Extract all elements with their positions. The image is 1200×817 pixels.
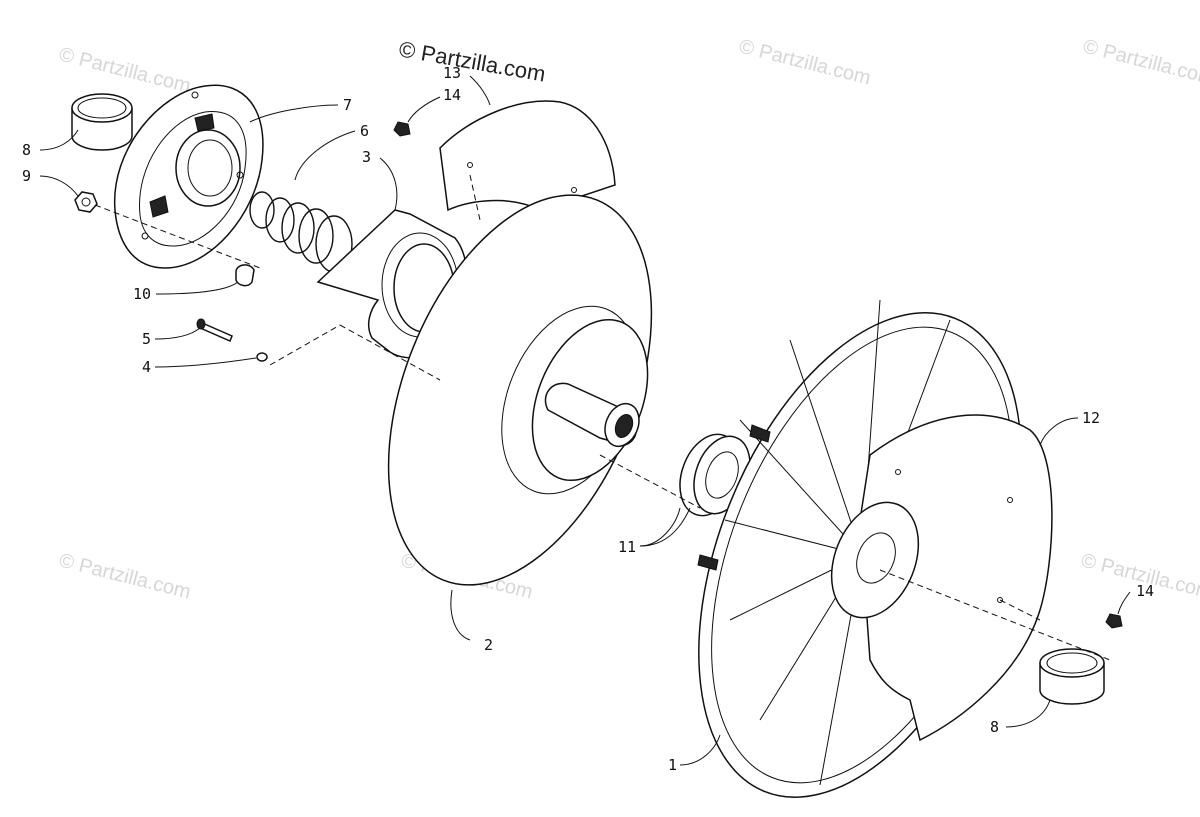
callout-2: 2 bbox=[484, 636, 493, 654]
callout-4: 4 bbox=[142, 358, 151, 376]
callout-10: 10 bbox=[133, 285, 151, 303]
watermark-top-center: © Partzilla.com bbox=[737, 36, 873, 90]
watermark-top-left: © Partzilla.com bbox=[57, 44, 193, 98]
callout-11: 11 bbox=[618, 538, 636, 556]
callout-12: 12 bbox=[1082, 409, 1100, 427]
callout-5: 5 bbox=[142, 330, 151, 348]
watermark-bottom-left: © Partzilla.com bbox=[57, 550, 193, 604]
callout-8-top: 8 bbox=[22, 141, 31, 159]
movable-sheave bbox=[387, 194, 653, 586]
bushing-top-left bbox=[71, 93, 133, 151]
leader-lines bbox=[39, 75, 1131, 766]
rear-shield-plate bbox=[830, 414, 1053, 742]
slider-button bbox=[235, 264, 255, 287]
callout-3: 3 bbox=[362, 148, 371, 166]
hex-nut bbox=[74, 191, 98, 213]
callout-8-bottom: 8 bbox=[990, 718, 999, 736]
upper-shield-plate bbox=[439, 100, 616, 212]
callout-labels: 8 9 7 6 3 10 5 4 13 14 2 11 12 14 1 8 bbox=[22, 64, 1154, 774]
spider-plate bbox=[113, 84, 264, 269]
screw-and-washer bbox=[196, 318, 268, 362]
axis-lines bbox=[94, 174, 1111, 661]
callout-14-bottom: 14 bbox=[1136, 582, 1154, 600]
watermark-top-right: © Partzilla.com bbox=[1081, 36, 1200, 90]
screw-top bbox=[393, 121, 411, 137]
callout-1: 1 bbox=[668, 756, 677, 774]
callout-14-top: 14 bbox=[443, 86, 461, 104]
callout-6: 6 bbox=[360, 122, 369, 140]
bushing-bottom-right bbox=[1039, 648, 1105, 705]
watermark-main: © Partzilla.com bbox=[397, 36, 547, 86]
compression-spring bbox=[249, 191, 353, 273]
screw-bottom bbox=[1105, 613, 1123, 629]
callout-13: 13 bbox=[443, 64, 461, 82]
callout-9: 9 bbox=[22, 167, 31, 185]
callout-7: 7 bbox=[343, 96, 352, 114]
